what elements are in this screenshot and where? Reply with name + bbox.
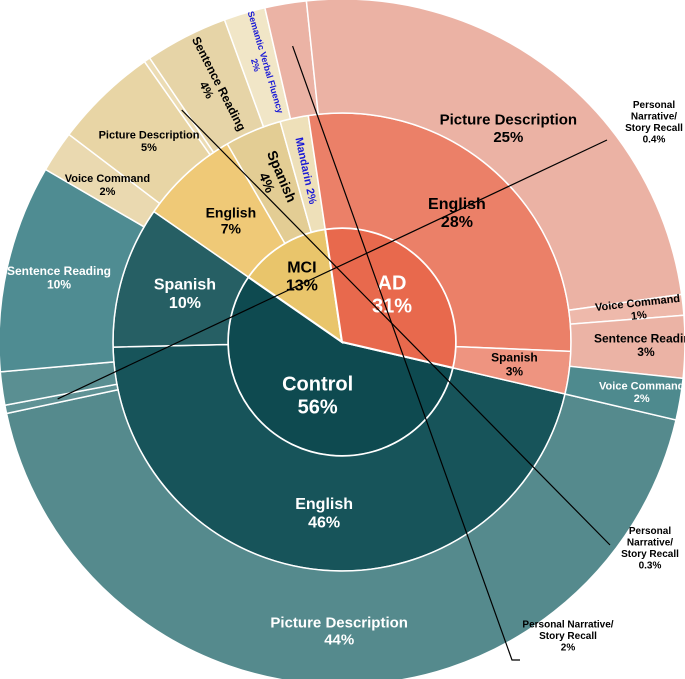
label-as-sentence-line-0: Sentence Reading [594, 332, 685, 346]
label-control-spanish-line-0: Spanish [154, 277, 216, 294]
label-ad-english-line-0: English [428, 196, 486, 213]
label-ce-picture-line-0: Picture Description [270, 614, 408, 631]
label-control-english-line-0: English [295, 496, 353, 513]
label-ad-english-line-1: 28% [441, 214, 473, 231]
label-as-sentence-line-1: 3% [637, 345, 655, 359]
label-mci-line-1: 13% [286, 278, 318, 295]
segment-ce-picture [5, 388, 677, 679]
label-control-line-1: 56% [298, 397, 338, 419]
label-ae-voice-line-1: 1% [630, 309, 647, 323]
callout-mci-narrative-line-1: Narrative/ [627, 537, 673, 548]
callout-mci-narrative-leader [181, 109, 611, 546]
label-mci-spanish-line-1: 4% [256, 170, 279, 195]
label-ad-spanish-line-1: 3% [506, 364, 524, 378]
callout-control-narrative-line-0: Personal [633, 99, 675, 110]
label-mci: MCI 13% [286, 259, 318, 294]
callout-ad-narrative-line-2: 2% [561, 642, 576, 653]
label-ac-voice-line-1: 2% [634, 393, 650, 405]
callout-ad-narrative-line-1: Story Recall [539, 631, 597, 642]
callout-ad-narrative-leader [292, 45, 520, 661]
label-cs-sentence-line-1: 10% [47, 278, 71, 292]
callout-mci-narrative-line-2: Story Recall [621, 548, 679, 559]
label-ce-picture-line-1: 44% [324, 632, 354, 649]
label-me-picture-line-0: Picture Description [99, 129, 200, 141]
segment-ae-picture [305, 0, 683, 312]
label-control-spanish-line-1: 10% [169, 295, 201, 312]
label-control-english-line-1: 46% [308, 514, 340, 531]
label-as-sentence: Sentence Reading3% [594, 332, 685, 360]
callout-control-narrative-line-3: 0.4% [643, 134, 666, 145]
label-ae-picture-line-0: Picture Description [440, 112, 578, 129]
label-ad-line-1: 31% [372, 296, 412, 318]
label-mci-english-line-0: English [206, 204, 257, 220]
label-ad-line-0: AD [378, 273, 407, 295]
label-me-voice-line-1: 2% [99, 186, 115, 198]
label-ae-picture-line-1: 25% [493, 129, 523, 146]
label-cs-sentence-line-0: Sentence Reading [7, 264, 111, 278]
label-mci-line-0: MCI [287, 259, 316, 276]
label-me-voice-line-0: Voice Command [65, 173, 150, 185]
label-me-picture-line-1: 5% [141, 142, 157, 154]
label-control-line-0: Control [282, 374, 353, 396]
callout-mci-narrative-line-0: Personal [629, 525, 671, 536]
segment-ac-voice [564, 365, 684, 421]
label-mci-english-line-1: 7% [221, 220, 242, 236]
callout-control-narrative-line-2: Story Recall [625, 122, 683, 133]
label-ac-voice-line-0: Voice Command [599, 380, 684, 392]
callout-ad-narrative-line-0: Personal Narrative/ [522, 619, 613, 630]
callout-control-narrative-line-1: Narrative/ [631, 111, 677, 122]
callout-mci-narrative-line-3: 0.3% [639, 560, 662, 571]
label-mm-verbal-line-1: 2% [249, 58, 262, 73]
label-ad-spanish-line-0: Spanish [491, 351, 538, 365]
callout-control-narrative-leader [57, 139, 608, 400]
